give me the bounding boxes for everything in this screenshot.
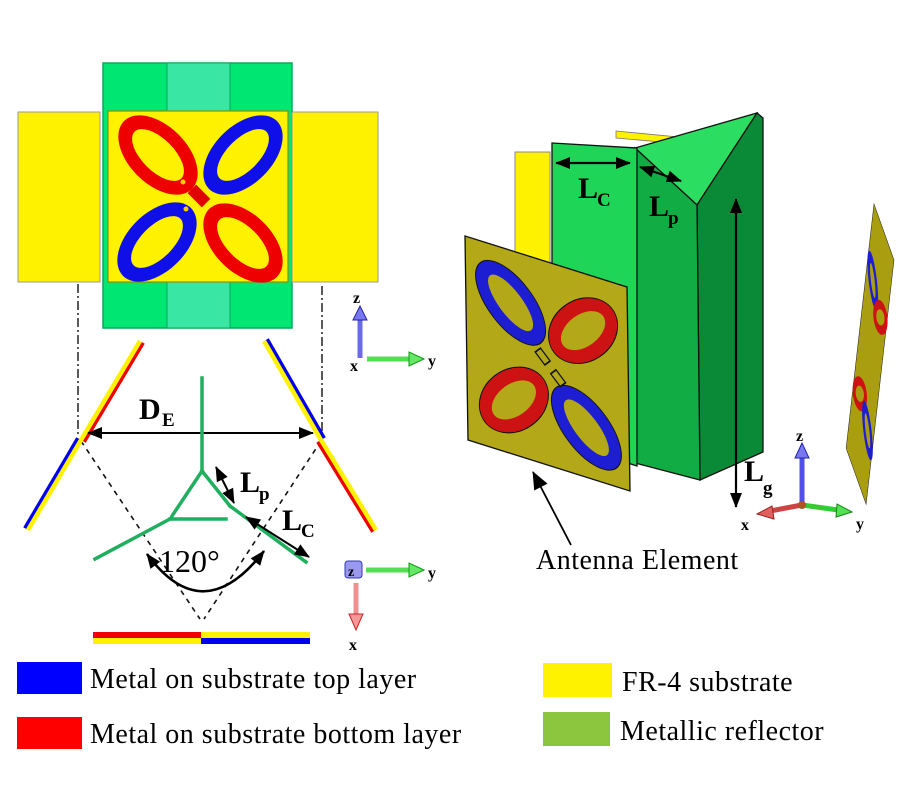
construction-line-left <box>80 440 201 620</box>
feed-dot <box>183 206 189 212</box>
substrate-right-panel <box>291 111 379 283</box>
ring-blue <box>475 259 547 346</box>
top-view-axes: z y x <box>350 290 436 375</box>
axis-label-z: z <box>796 428 803 445</box>
legend-label: FR-4 substrate <box>622 667 793 698</box>
legend-label: Metal on substrate bottom layer <box>90 719 462 750</box>
lc-label-sub: C <box>301 521 315 542</box>
lp-label-sub: p <box>668 208 679 229</box>
legend-swatch-red <box>17 717 82 749</box>
lp-dimension-arrow <box>639 165 682 183</box>
ring-top-left-red <box>118 115 198 195</box>
axis-label-y: y <box>428 353 436 370</box>
legend: Metal on substrate top layer Metal on su… <box>17 662 824 750</box>
axis-label-y: y <box>856 516 864 533</box>
lc-label: L <box>578 172 598 205</box>
ring-bottom-left-blue <box>117 202 197 282</box>
lc-label: L <box>282 504 302 537</box>
angle-label: 120° <box>159 543 220 579</box>
lp-label: L <box>649 190 669 223</box>
angle-arc <box>145 550 266 593</box>
element-right-edge <box>262 338 378 533</box>
axis-label-z: z <box>353 290 360 307</box>
legend-swatch-blue <box>17 662 82 694</box>
legend-label: Metal on substrate top layer <box>90 664 417 695</box>
perspective-view: L C L p L g Antenna Element z x <box>464 111 895 576</box>
lc-dimension-arrow <box>245 516 310 558</box>
de-label: D <box>139 393 161 426</box>
feed-mark <box>549 368 567 388</box>
antenna-element-label: Antenna Element <box>536 545 739 576</box>
ring-bottom-right-red <box>203 203 283 283</box>
antenna-element-panel-right <box>845 202 895 506</box>
substrate-left-panel <box>17 111 101 283</box>
legend-swatch-yellow <box>543 663 612 697</box>
annotation-arrow <box>532 471 572 546</box>
feed-dot <box>180 179 186 185</box>
lg-label-sub: g <box>763 478 773 499</box>
schematic-axes: z y x <box>344 560 436 654</box>
lp-dimension-arrow <box>215 466 235 504</box>
axis-label-x: x <box>350 358 358 375</box>
ring-top-right-blue <box>203 115 283 195</box>
axis-label-x: x <box>349 637 357 654</box>
axis-label-y: y <box>428 565 436 582</box>
perspective-axes: z x y <box>741 428 864 534</box>
antenna-element-panel <box>464 235 631 492</box>
ring-red <box>478 366 549 434</box>
lp-label-sub: p <box>259 484 270 505</box>
element-left-edge <box>23 339 145 532</box>
array-schematic: D E L p L C 120° z y x <box>23 284 436 654</box>
axis-label-x: x <box>741 517 749 534</box>
ring-red <box>548 297 619 364</box>
feed-diamond <box>187 184 211 208</box>
lp-label: L <box>240 466 260 499</box>
legend-label: Metallic reflector <box>620 716 824 747</box>
element-bottom-edge <box>93 632 310 644</box>
ring-blue <box>550 384 622 471</box>
axis-label-z: z <box>348 565 354 580</box>
legend-swatch-green <box>543 712 610 746</box>
lg-label: L <box>744 455 764 488</box>
lc-label-sub: C <box>597 190 611 211</box>
de-label-sub: E <box>162 410 175 431</box>
top-view <box>17 62 379 329</box>
feed-mark <box>534 347 552 366</box>
